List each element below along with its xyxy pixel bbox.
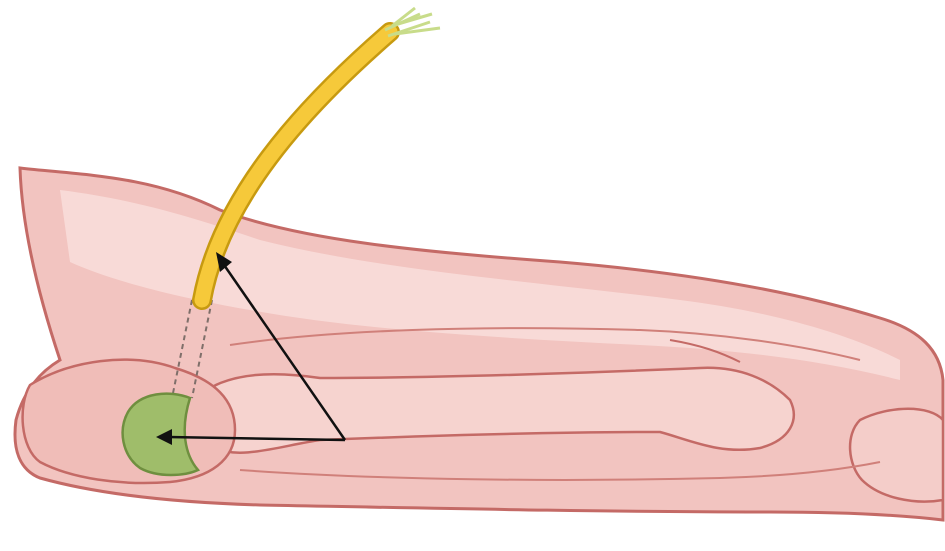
diagram-canvas: [0, 0, 945, 551]
anatomical-illustration: [0, 0, 945, 551]
